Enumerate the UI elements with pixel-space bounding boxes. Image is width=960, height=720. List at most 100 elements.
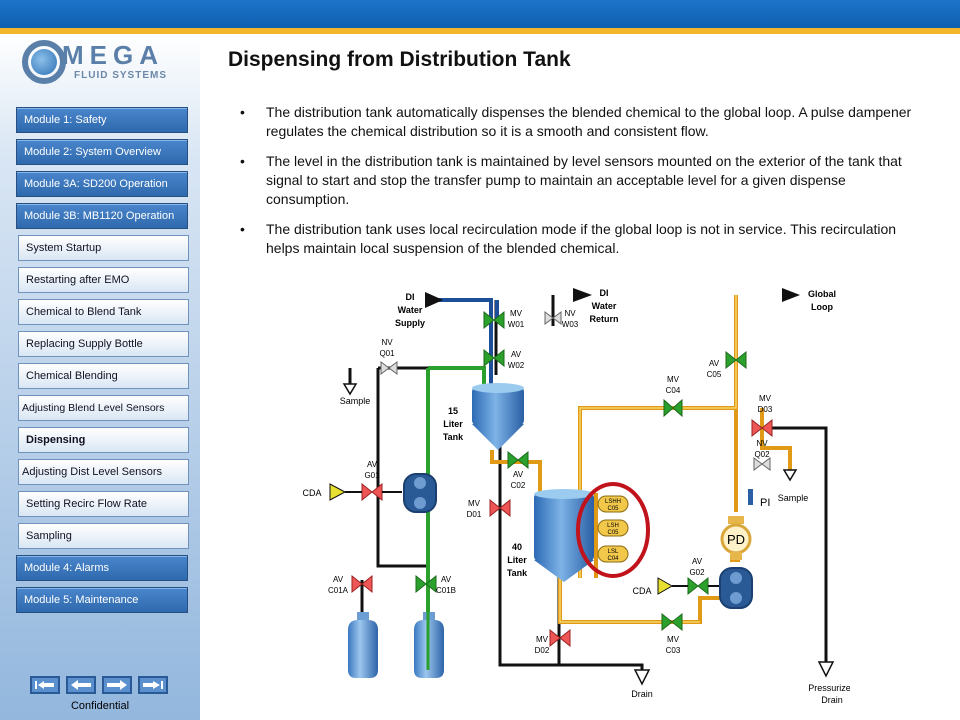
svg-text:MV: MV (759, 394, 772, 403)
arrow-left-icon (71, 680, 91, 690)
nav-restarting-after-emo[interactable]: Restarting after EMO (18, 267, 189, 293)
svg-text:W02: W02 (508, 361, 525, 370)
nav-module-4[interactable]: Module 4: Alarms (16, 555, 188, 581)
nav-replacing-supply-bottle[interactable]: Replacing Supply Bottle (18, 331, 189, 357)
nav-adjusting-blend-level-sensors[interactable]: Adjusting Blend Level Sensors (18, 395, 189, 421)
nav-module-3b[interactable]: Module 3B: MB1120 Operation (16, 203, 188, 229)
valve-av-c01a-icon[interactable] (351, 574, 373, 594)
svg-text:Liter: Liter (507, 555, 527, 565)
svg-text:W03: W03 (562, 320, 579, 329)
lsl-label: LSL (608, 549, 619, 555)
supply-bottle-b-icon (414, 612, 444, 678)
nav-sampling[interactable]: Sampling (18, 523, 189, 549)
svg-text:MV: MV (468, 499, 481, 508)
lsh-label: LSH (607, 523, 619, 529)
footer-navigation (30, 676, 172, 696)
pressurized-drain-icon (817, 661, 835, 678)
first-page-button[interactable] (30, 676, 60, 694)
valve-nv-w03-icon[interactable] (544, 311, 562, 325)
valve-av-c02-icon[interactable] (507, 450, 529, 470)
svg-text:Q02: Q02 (754, 450, 770, 459)
bullet-icon: • (240, 221, 245, 237)
svg-text:Liter: Liter (443, 419, 463, 429)
svg-text:Tank: Tank (507, 568, 528, 578)
svg-text:NV: NV (564, 309, 576, 318)
svg-text:C04: C04 (607, 556, 619, 562)
valve-av-g01-icon[interactable] (361, 482, 383, 502)
valve-mv-w01-icon[interactable] (483, 310, 505, 330)
bullet-item: •The level in the distribution tank is m… (240, 152, 920, 209)
bullet-item: •The distribution tank uses local recirc… (240, 220, 920, 258)
svg-text:Tank: Tank (443, 432, 464, 442)
nav-dispensing[interactable]: Dispensing (18, 427, 189, 453)
cda-right-label: CDA (632, 586, 651, 596)
logo-globe-icon (31, 49, 57, 75)
top-banner-stripe (0, 28, 960, 34)
nav-system-startup[interactable]: System Startup (18, 235, 189, 261)
confidential-label: Confidential (70, 700, 130, 712)
valve-av-c05-icon[interactable] (725, 350, 747, 370)
process-diagram: DI Water Supply DI Water Return Global L… (302, 288, 850, 705)
nav-module-1[interactable]: Module 1: Safety (16, 107, 188, 133)
pressure-indicator-icon (748, 489, 753, 505)
valve-nv-q02-icon[interactable] (753, 457, 771, 471)
svg-text:MV: MV (510, 309, 523, 318)
svg-text:40: 40 (512, 542, 522, 552)
level-sensors (576, 482, 650, 578)
nav-module-5[interactable]: Module 5: Maintenance (16, 587, 188, 613)
cda-right-icon (657, 577, 674, 595)
supply-bottle-a-icon (348, 612, 378, 678)
last-page-button[interactable] (138, 676, 168, 694)
pulse-dampener-icon (720, 516, 752, 560)
valve-mv-c03-icon[interactable] (661, 612, 683, 632)
svg-text:NV: NV (756, 439, 768, 448)
nav-module-2[interactable]: Module 2: System Overview (16, 139, 188, 165)
svg-text:AV: AV (513, 470, 524, 479)
valve-mv-d02-icon[interactable] (549, 628, 571, 648)
nav-module-3a[interactable]: Module 3A: SD200 Operation (16, 171, 188, 197)
di-supply-label: DI (406, 292, 415, 302)
svg-text:MV: MV (667, 375, 680, 384)
nav-setting-recirc-flow-rate[interactable]: Setting Recirc Flow Rate (18, 491, 189, 517)
bullet-item: •The distribution tank automatically dis… (240, 103, 920, 141)
valve-mv-d03-icon[interactable] (751, 418, 773, 438)
nav-adjusting-dist-level-sensors[interactable]: Adjusting Dist Level Sensors (18, 459, 189, 485)
svg-text:C02: C02 (511, 481, 526, 490)
di-return-arrow-icon (573, 288, 592, 302)
valve-av-g02-icon[interactable] (687, 576, 709, 596)
svg-text:AV: AV (367, 460, 378, 469)
svg-text:NV: NV (381, 338, 393, 347)
valve-av-c01b-icon[interactable] (415, 574, 437, 594)
valve-nv-q01-icon[interactable] (380, 361, 398, 375)
nav-chemical-to-blend-tank[interactable]: Chemical to Blend Tank (18, 299, 189, 325)
svg-text:C01A: C01A (328, 586, 349, 595)
tank-15-liter (472, 383, 524, 450)
svg-text:G02: G02 (689, 568, 705, 577)
di-return-label: DI (600, 288, 609, 298)
sample-right-label: Sample (778, 493, 809, 503)
logo-subtitle: FLUID SYSTEMS (74, 70, 168, 81)
pump-left-icon (403, 473, 437, 513)
svg-text:D01: D01 (467, 510, 482, 519)
svg-text:C04: C04 (666, 386, 681, 395)
svg-text:D03: D03 (758, 405, 773, 414)
svg-text:Supply: Supply (395, 318, 425, 328)
svg-text:MV: MV (667, 635, 680, 644)
global-loop-arrow-icon (782, 288, 800, 302)
svg-text:Q01: Q01 (379, 349, 395, 358)
svg-text:D02: D02 (535, 646, 550, 655)
nav-chemical-blending[interactable]: Chemical Blending (18, 363, 189, 389)
sample-left-label: Sample (340, 396, 371, 406)
bullet-text: The distribution tank automatically disp… (266, 104, 912, 139)
valve-mv-c04-icon[interactable] (663, 398, 683, 418)
valve-mv-d01-icon[interactable] (489, 498, 511, 518)
cda-left-icon (329, 483, 347, 501)
global-loop-label: Global (808, 289, 836, 299)
svg-text:MV: MV (536, 635, 549, 644)
page-title: Dispensing from Distribution Tank (228, 48, 571, 71)
valve-av-w02-icon[interactable] (483, 348, 505, 368)
next-page-button[interactable] (102, 676, 132, 694)
previous-page-button[interactable] (66, 676, 96, 694)
pump-right-icon (719, 567, 753, 609)
svg-text:AV: AV (441, 575, 452, 584)
